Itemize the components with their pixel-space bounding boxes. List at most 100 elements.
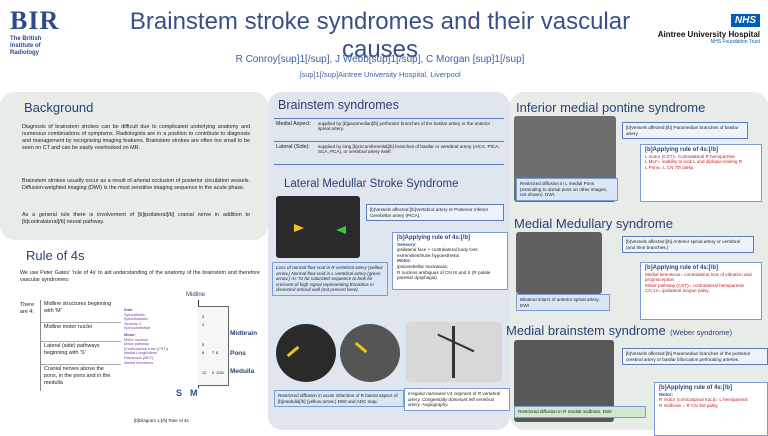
syndromes-table: Medial Aspect: supplied by [b]paramedian… xyxy=(274,118,504,165)
yellow-arrow-icon xyxy=(354,341,368,354)
lms-sensory-item: ipsilateral face + contralateral body lo… xyxy=(397,247,478,253)
legend-item: Sympathetic xyxy=(124,312,145,317)
legend-item: Medial Longitudinal Fasciculus (MLF) xyxy=(124,351,157,360)
mbs-apply-title: [b]Applying rule of 4s:[/b] xyxy=(659,385,732,391)
diagram-num: 4 xyxy=(202,322,205,327)
diagram-num: 5 xyxy=(202,342,205,347)
lms-caption-dwi: Restricted diffusion in acute infarction… xyxy=(274,390,404,408)
imps-item: L Pons= L CN 7th palsy. xyxy=(645,164,694,170)
lms-motor-item: R nucleus ambiguus of CN IX and X (R pal… xyxy=(397,269,491,281)
bir-logo-mark: BIR xyxy=(10,6,60,35)
syndromes-title: Brainstem syndromes xyxy=(278,98,399,112)
diagram-medulla: Medulla xyxy=(230,368,255,375)
lms-title: Lateral Medullar Stroke Syndrome xyxy=(284,178,459,190)
mms-item: Medial lemniscus= contralateral loss of … xyxy=(645,271,752,283)
lms-motor-item: ipsicerebellar tractataxia; xyxy=(397,263,448,269)
poster-title: Brainstem stroke syndromes and their vas… xyxy=(129,8,631,63)
lms-caption-mri: Loss of normal flow void in R vertebral … xyxy=(272,262,388,296)
mms-vessels: [b]Vessels affected:[/b] Anterior spinal… xyxy=(622,236,754,254)
yellow-arrow-icon xyxy=(286,345,300,358)
nhs-trust: NHS Foundation Trust xyxy=(710,39,760,45)
diagram-num: 3 xyxy=(202,314,205,319)
rule-intro: We use Peter Gates' 'rule of 4s' to aid … xyxy=(20,270,260,283)
rule-row: Lateral (side) pathways beginning with '… xyxy=(41,342,121,365)
rule-title: Rule of 4s xyxy=(26,248,85,263)
lms-apply-box: [b]Applying rule of 4s:[/b] Sensory: ips… xyxy=(392,232,508,290)
rule-row: Cranial nerves above the pons, in the po… xyxy=(44,366,111,386)
mbs-vessels: [b]Vessels affected:[/b] Paramedian bran… xyxy=(622,348,768,366)
lms-sensory-item: extremities/trunk hypoesthesia xyxy=(397,252,460,258)
medial-aspect-label: Medial Aspect: xyxy=(276,121,312,127)
diagram-midline-label: Midline xyxy=(186,292,206,298)
mms-scan xyxy=(516,232,602,294)
mms-caption: Bilateral infarct of anterior spinal art… xyxy=(516,294,610,312)
mms-apply-title: [b]Applying rule of 4s:[/b] xyxy=(645,265,718,271)
legend-item: Motor nucleus xyxy=(124,337,148,342)
affiliation: [sup]1[/sup]Aintree University Hospital,… xyxy=(299,70,461,79)
background-p2: Brainstem strokes usually occur as a res… xyxy=(22,178,250,191)
authors: R Conroy[sup]1[/sup], J Webb[sup]1[/sup]… xyxy=(235,54,525,65)
rule-there: There are 4: xyxy=(20,302,35,315)
diagram-num: 8 xyxy=(216,350,219,355)
rule-table: Midline structures beginning with 'M' Mi… xyxy=(40,300,121,391)
medial-aspect-text: supplied by [b]paramedian[/b] perforator… xyxy=(318,121,491,132)
mbs-item: R motor (corticospinal tract)= L hemipar… xyxy=(659,397,748,403)
nhs-logo: NHS Aintree University Hospital NHS Foun… xyxy=(640,10,760,45)
diagram-s: S xyxy=(176,388,183,398)
angio-vessel xyxy=(452,326,455,378)
legend-side-title: Side: xyxy=(124,308,134,312)
green-arrow-icon xyxy=(336,226,346,234)
angio-vessel xyxy=(437,333,475,353)
lms-vessels: [b]Vessels affected:[/b]Vertebral artery… xyxy=(366,204,504,222)
imps-caption: Restricted diffusion in L medial Pons (e… xyxy=(516,178,618,201)
imps-item: L motor (CST)= Contralateral R hemipares… xyxy=(645,153,735,159)
lms-caption-angio: Irregular narrowed V4 segment of R verte… xyxy=(404,388,510,411)
lms-scan-dwi xyxy=(276,324,336,382)
diagram-m: M xyxy=(190,388,198,398)
mbs-item: R midbrain = R CN 3rd palsy. xyxy=(659,402,719,408)
rule-row: Midline structures beginning with 'M' xyxy=(41,300,121,323)
lateral-aspect-label: Lateral (Side): xyxy=(276,144,310,150)
bir-logo-line: Institute of xyxy=(10,43,41,49)
lms-scan-mri xyxy=(276,196,360,258)
imps-apply-box: [b]Applying rule of 4s:[/b] L motor (CST… xyxy=(640,144,762,202)
legend-item: Spinocerebellar xyxy=(124,326,151,331)
mms-item: CN 12= ipsilateral tongue palsy. xyxy=(645,288,710,294)
diagram-num: 11 xyxy=(220,370,225,375)
mms-item: Motor pathway (CST)= contralateral hemip… xyxy=(645,282,744,288)
background-p1: Diagnosis of brainstem strokes can be di… xyxy=(22,124,250,151)
nhs-hospital: Aintree University Hospital xyxy=(657,30,760,39)
rule-diagram: Midline 3 4 5 6 7 8 9 10 11 12 Midbrain … xyxy=(120,292,268,428)
nhs-badge: NHS xyxy=(730,14,760,27)
diagram-num: 6 xyxy=(202,350,205,355)
mbs-caption: Restricted diffusion in R medial midbrai… xyxy=(514,406,646,418)
mms-title: Medial Medullary syndrome xyxy=(514,216,673,231)
yellow-arrow-icon xyxy=(294,224,304,232)
diagram-side-legend: Side: Sympathetic Spinothalamic Sensory … xyxy=(124,308,172,365)
mbs-title-sub: (Weber syndrome) xyxy=(670,328,733,337)
lms-motor-label: Motor: xyxy=(397,258,412,264)
bir-logo: BIR The British Institute of Radiology xyxy=(10,6,80,68)
mbs-apply-box: [b]Applying rule of 4s:[/b] Motor: R mot… xyxy=(654,382,768,436)
diagram-num: 12 xyxy=(202,370,207,375)
diagram-pons: Pons xyxy=(230,350,246,357)
rule-row: Midline motor nuclei xyxy=(41,323,121,342)
imps-vessels: [b]Vessels affected:[/b] Paramedian bran… xyxy=(622,122,748,140)
background-p3: As a general rule there is involvement o… xyxy=(22,212,250,225)
lms-sensory-label: Sensory: xyxy=(397,241,417,247)
mbs-title: Medial brainstem syndrome xyxy=(506,323,666,338)
background-panel xyxy=(0,92,268,240)
imps-title: Inferior medial pontine syndrome xyxy=(516,100,706,115)
diagram-num: 9 xyxy=(212,370,215,375)
diagram-brainstem xyxy=(198,306,229,386)
legend-motor-title: Motor: xyxy=(124,332,136,337)
legend-item: Medial lemniscus xyxy=(124,360,154,365)
mms-apply-box: [b]Applying rule of 4s:[/b] Medial lemni… xyxy=(640,262,762,320)
imps-item: L MLF= inability to look L and diplopia … xyxy=(645,159,743,165)
mbs-motor-label: Motor: xyxy=(659,391,674,397)
mbs-title-row: Medial brainstem syndrome (Weber syndrom… xyxy=(506,322,768,340)
legend-item: Spinothalamic xyxy=(124,317,148,322)
lms-apply-title: [b]Applying rule of 4s:[/b] xyxy=(397,235,470,241)
diagram-midbrain: Midbrain xyxy=(230,330,258,337)
legend-item: Sensory V xyxy=(124,321,142,326)
